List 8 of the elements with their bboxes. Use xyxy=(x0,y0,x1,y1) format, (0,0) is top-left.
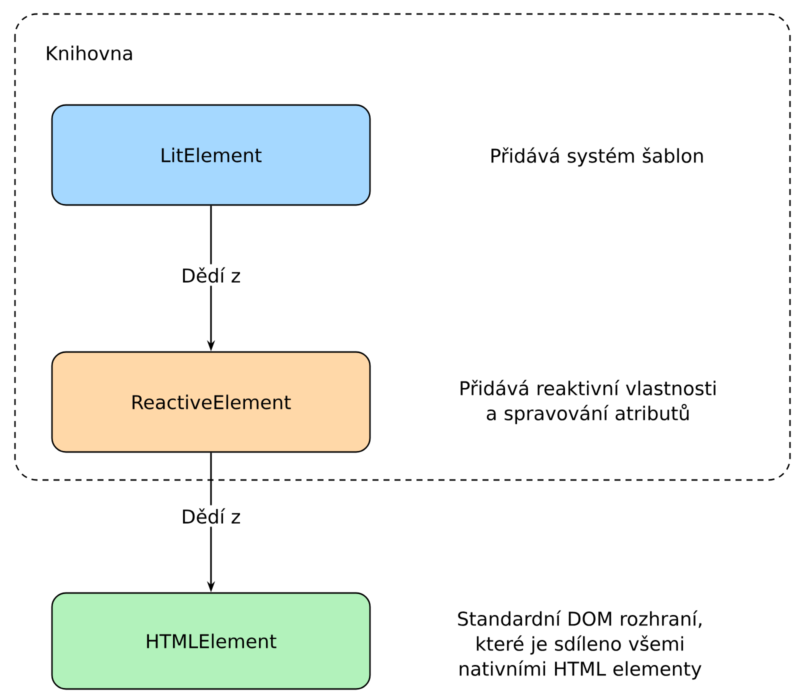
description-text: Přidává reaktivní vlastnosti a spravování atributů xyxy=(460,380,716,424)
class-box: LitElement xyxy=(51,104,371,206)
class-box: HTMLElement xyxy=(51,592,371,690)
description-text: Standardní DOM rozhraní, které je sdíleno všemi nativními HTML elementy xyxy=(458,610,702,680)
edge-label: Dědí z xyxy=(178,505,244,527)
edge-label: Dědí z xyxy=(178,264,244,286)
description-text: Přidává systém šablon xyxy=(492,147,703,167)
class-box: ReactiveElement xyxy=(51,351,371,453)
